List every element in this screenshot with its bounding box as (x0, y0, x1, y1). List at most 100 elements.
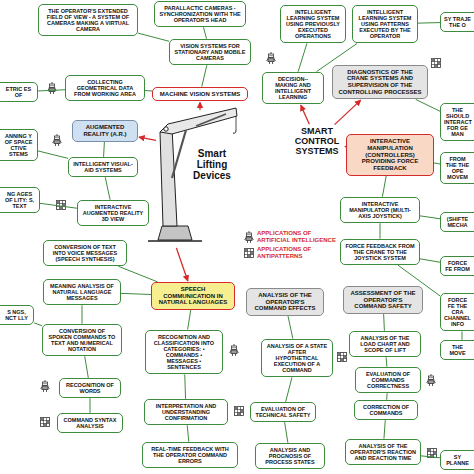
box-text: PARALLACTIC CAMERAS - SYNCHRONIZATION WI… (159, 5, 241, 23)
mind-map-box: RECOGNITION OF WORDS (59, 378, 121, 398)
box-text: (SHIFTE MECHA (444, 216, 471, 228)
branch-connector (145, 90, 152, 91)
box-text: ANALYSIS OF THE LOAD CHART AND SCOPE OF … (354, 335, 416, 353)
mind-map-box: FORCE FE THE CRA CHANNEL INFO (440, 293, 474, 332)
box-text: THE OPERATOR'S EXTENDED FIELD OF VIEW - … (43, 8, 133, 33)
mind-map-box: INTERPRETATION AND UNDERSTANDING CONFIRM… (144, 399, 228, 425)
box-text: NG AGES OF LITY: S, TEXT (3, 191, 36, 209)
mind-map-box: PARALLACTIC CAMERAS - SYNCHRONIZATION WI… (154, 1, 246, 27)
branch-connector (34, 323, 42, 326)
branch-connector (462, 331, 463, 339)
box-text: FORCE FEEDBACK FROM THE CRANE TO THE JOY… (345, 243, 415, 261)
mind-map-box: (SHIFTE MECHA (440, 212, 474, 232)
box-text: THE SHOULD INTERACT FOR GE MAN (444, 107, 471, 138)
mind-map-box: INTERACTIVE MANIPULATION (CONTROLLERS) P… (346, 134, 434, 176)
mind-map-box: CORRECTION OF COMMANDS (354, 400, 418, 420)
box-text: DECISION--MAKING AND INTELLIGENT LEARNIN… (267, 76, 319, 101)
legend-row: APPLICATIONS OF ARTIFICIAL INTELLIGENCE (244, 230, 336, 243)
branch-connector (103, 142, 105, 157)
mind-map-box: THE OPERATOR'S EXTENDED FIELD OF VIEW - … (38, 4, 138, 37)
hub-line (199, 102, 200, 110)
branch-connector (188, 310, 191, 329)
branch-connector (383, 314, 385, 331)
mind-map-box: ANNING Y OF SPACE CTIVE STEMS (0, 129, 38, 162)
box-text: INTERACTIVE AUGMENTED REALITY 3D VIEW (82, 204, 144, 222)
legend-text: APPLICATIONS OF ANTIPATTERNS (257, 246, 336, 259)
box-text: ANALYSIS OF THE OPERATOR'S REACTION AND … (350, 443, 416, 461)
box-text: SY TRAJE THE O (444, 16, 471, 28)
mind-map-box: ANALYSIS OF THE OPERATOR'S COMMAND EFFEC… (246, 288, 324, 316)
illustration-title: Smart Lifting Devices (186, 148, 238, 182)
box-text: ANALYSIS OF A STATE AFTER HYPOTHETICAL E… (266, 343, 328, 374)
mind-map-box: EVALUATION OF COMMANDS CORRECTNESS (355, 367, 421, 393)
branch-connector (285, 422, 288, 443)
mind-map-box: SPEECH COMMUNICATION IN NATURAL LANGUAGE… (151, 282, 235, 310)
branch-connector (420, 216, 440, 219)
legend-icon (244, 231, 254, 243)
mind-map-box: MEANING ANALYSIS OF NATURAL LANGUAGE MES… (43, 279, 121, 305)
mind-map-box: SY TRAJE THE O (440, 12, 474, 32)
branch-connector (420, 259, 440, 262)
mind-map-box: FORCE FE FROM (440, 256, 474, 276)
mind-map-box: SY PLANNE (440, 450, 474, 470)
mind-map-box: EVALUATION OF TECHNICAL SAFETY (250, 402, 316, 422)
mind-map-box: VISION SYSTEMS FOR STATIONARY AND MOBILE… (169, 39, 251, 65)
crane-drawing (148, 108, 237, 241)
box-text: INTERACTIVE MANIPULATION (CONTROLLERS) P… (351, 138, 429, 172)
mind-map-box: S NGS, NCT LLY (0, 305, 34, 325)
branch-connector (286, 377, 292, 401)
box-text: COLLECTING GEOMETRICAL DATA FROM WORKING… (70, 79, 140, 97)
branch-connector (184, 374, 186, 398)
box-text: ANALYSIS AND PROGNOSIS OF PROCESS STATES (260, 447, 320, 465)
branch-connector (386, 393, 387, 400)
mind-map-box: INTERACTIVE AUGMENTED REALITY 3D VIEW (77, 200, 149, 226)
box-text: ANALYSIS OF THE OPERATOR'S COMMAND EFFEC… (251, 292, 319, 312)
box-text: REAL-TIME FEEDBACK WITH THE OPERATOR COM… (147, 446, 233, 464)
branch-connector (386, 357, 388, 367)
hub-line (176, 248, 187, 281)
mind-map-box: THE SHOULD INTERACT FOR GE MAN (440, 103, 474, 142)
mind-map-box: INTERACTIVE MANIPULATOR (MULTI-AXIS JOYS… (340, 197, 420, 223)
legend-row: APPLICATIONS OF ANTIPATTERNS (244, 246, 336, 259)
box-text: SPEECH COMMUNICATION IN NATURAL LANGUAGE… (156, 286, 230, 306)
mind-map-box: ANALYSIS OF THE OPERATOR'S REACTION AND … (345, 439, 421, 465)
mind-map-box: ANALYSIS AND PROGNOSIS OF PROCESS STATES (255, 443, 325, 469)
mind-map-box: DIAGNOSTICS OF THE CRANE SYSTEMS AND SUP… (332, 65, 428, 100)
box-text: INTELLIGENT LEARNING SYSTEM USING PREVIO… (285, 9, 341, 40)
mind-map-box: RECOGNITION AND CLASSIFICATION INTO CATE… (145, 330, 223, 375)
box-text: EVALUATION OF COMMANDS CORRECTNESS (360, 371, 416, 389)
branch-connector (380, 223, 381, 239)
mind-map-box: CONVERSION OF TEXT INTO VOICE MESSAGES (… (43, 240, 127, 266)
box-text: MACHINE VISION SYSTEMS (157, 91, 243, 98)
branch-connector (40, 203, 77, 208)
hub-line (139, 137, 156, 140)
mind-map-box: ASSESSMENT OF THE OPERATOR'S COMMAND SAF… (343, 286, 423, 314)
mind-map-box: ANALYSIS OF A STATE AFTER HYPOTHETICAL E… (261, 339, 333, 378)
box-text: RECOGNITION AND CLASSIFICATION INTO CATE… (150, 334, 218, 371)
box-text: THE MOVE (444, 344, 471, 356)
mind-map-box: ETRIC ES OF (0, 82, 38, 102)
branch-connector (203, 27, 206, 39)
mind-map-box: COMMAND SYNTAX ANALYSIS (57, 413, 123, 433)
branch-connector (105, 177, 110, 200)
branch-connector (138, 33, 169, 41)
box-text: MEANING ANALYSIS OF NATURAL LANGUAGE MES… (48, 283, 116, 301)
legend-icon (244, 247, 254, 259)
box-text: FORCE FE THE CRA CHANNEL INFO (444, 297, 471, 328)
mind-map-box: FORCE FEEDBACK FROM THE CRANE TO THE JOY… (340, 239, 420, 265)
mind-map-box: AUGMENTED REALITY (A.R.) (72, 120, 138, 141)
box-text: SY PLANNE (444, 454, 471, 466)
branch-connector (421, 456, 440, 458)
box-text: VISION SYSTEMS FOR STATIONARY AND MOBILE… (174, 43, 246, 61)
box-text: INTELLIGENT VISUAL-AID SYSTEMS (73, 161, 133, 173)
mind-map-box: REAL-TIME FEEDBACK WITH THE OPERATOR COM… (142, 442, 238, 468)
branch-connector (202, 65, 207, 86)
branch-connector (187, 425, 189, 442)
branch-connector (118, 266, 157, 282)
box-text: CONVERSION OF TEXT INTO VOICE MESSAGES (… (48, 244, 122, 262)
box-text: DIAGNOSTICS OF THE CRANE SYSTEMS AND SUP… (337, 69, 423, 96)
box-text: ETRIC ES OF (3, 86, 34, 98)
hub-label: SMART CONTROL SYSTEMS (290, 126, 344, 156)
box-text: INTERACTIVE MANIPULATOR (MULTI-AXIS JOYS… (345, 201, 415, 219)
branch-connector (121, 293, 151, 294)
